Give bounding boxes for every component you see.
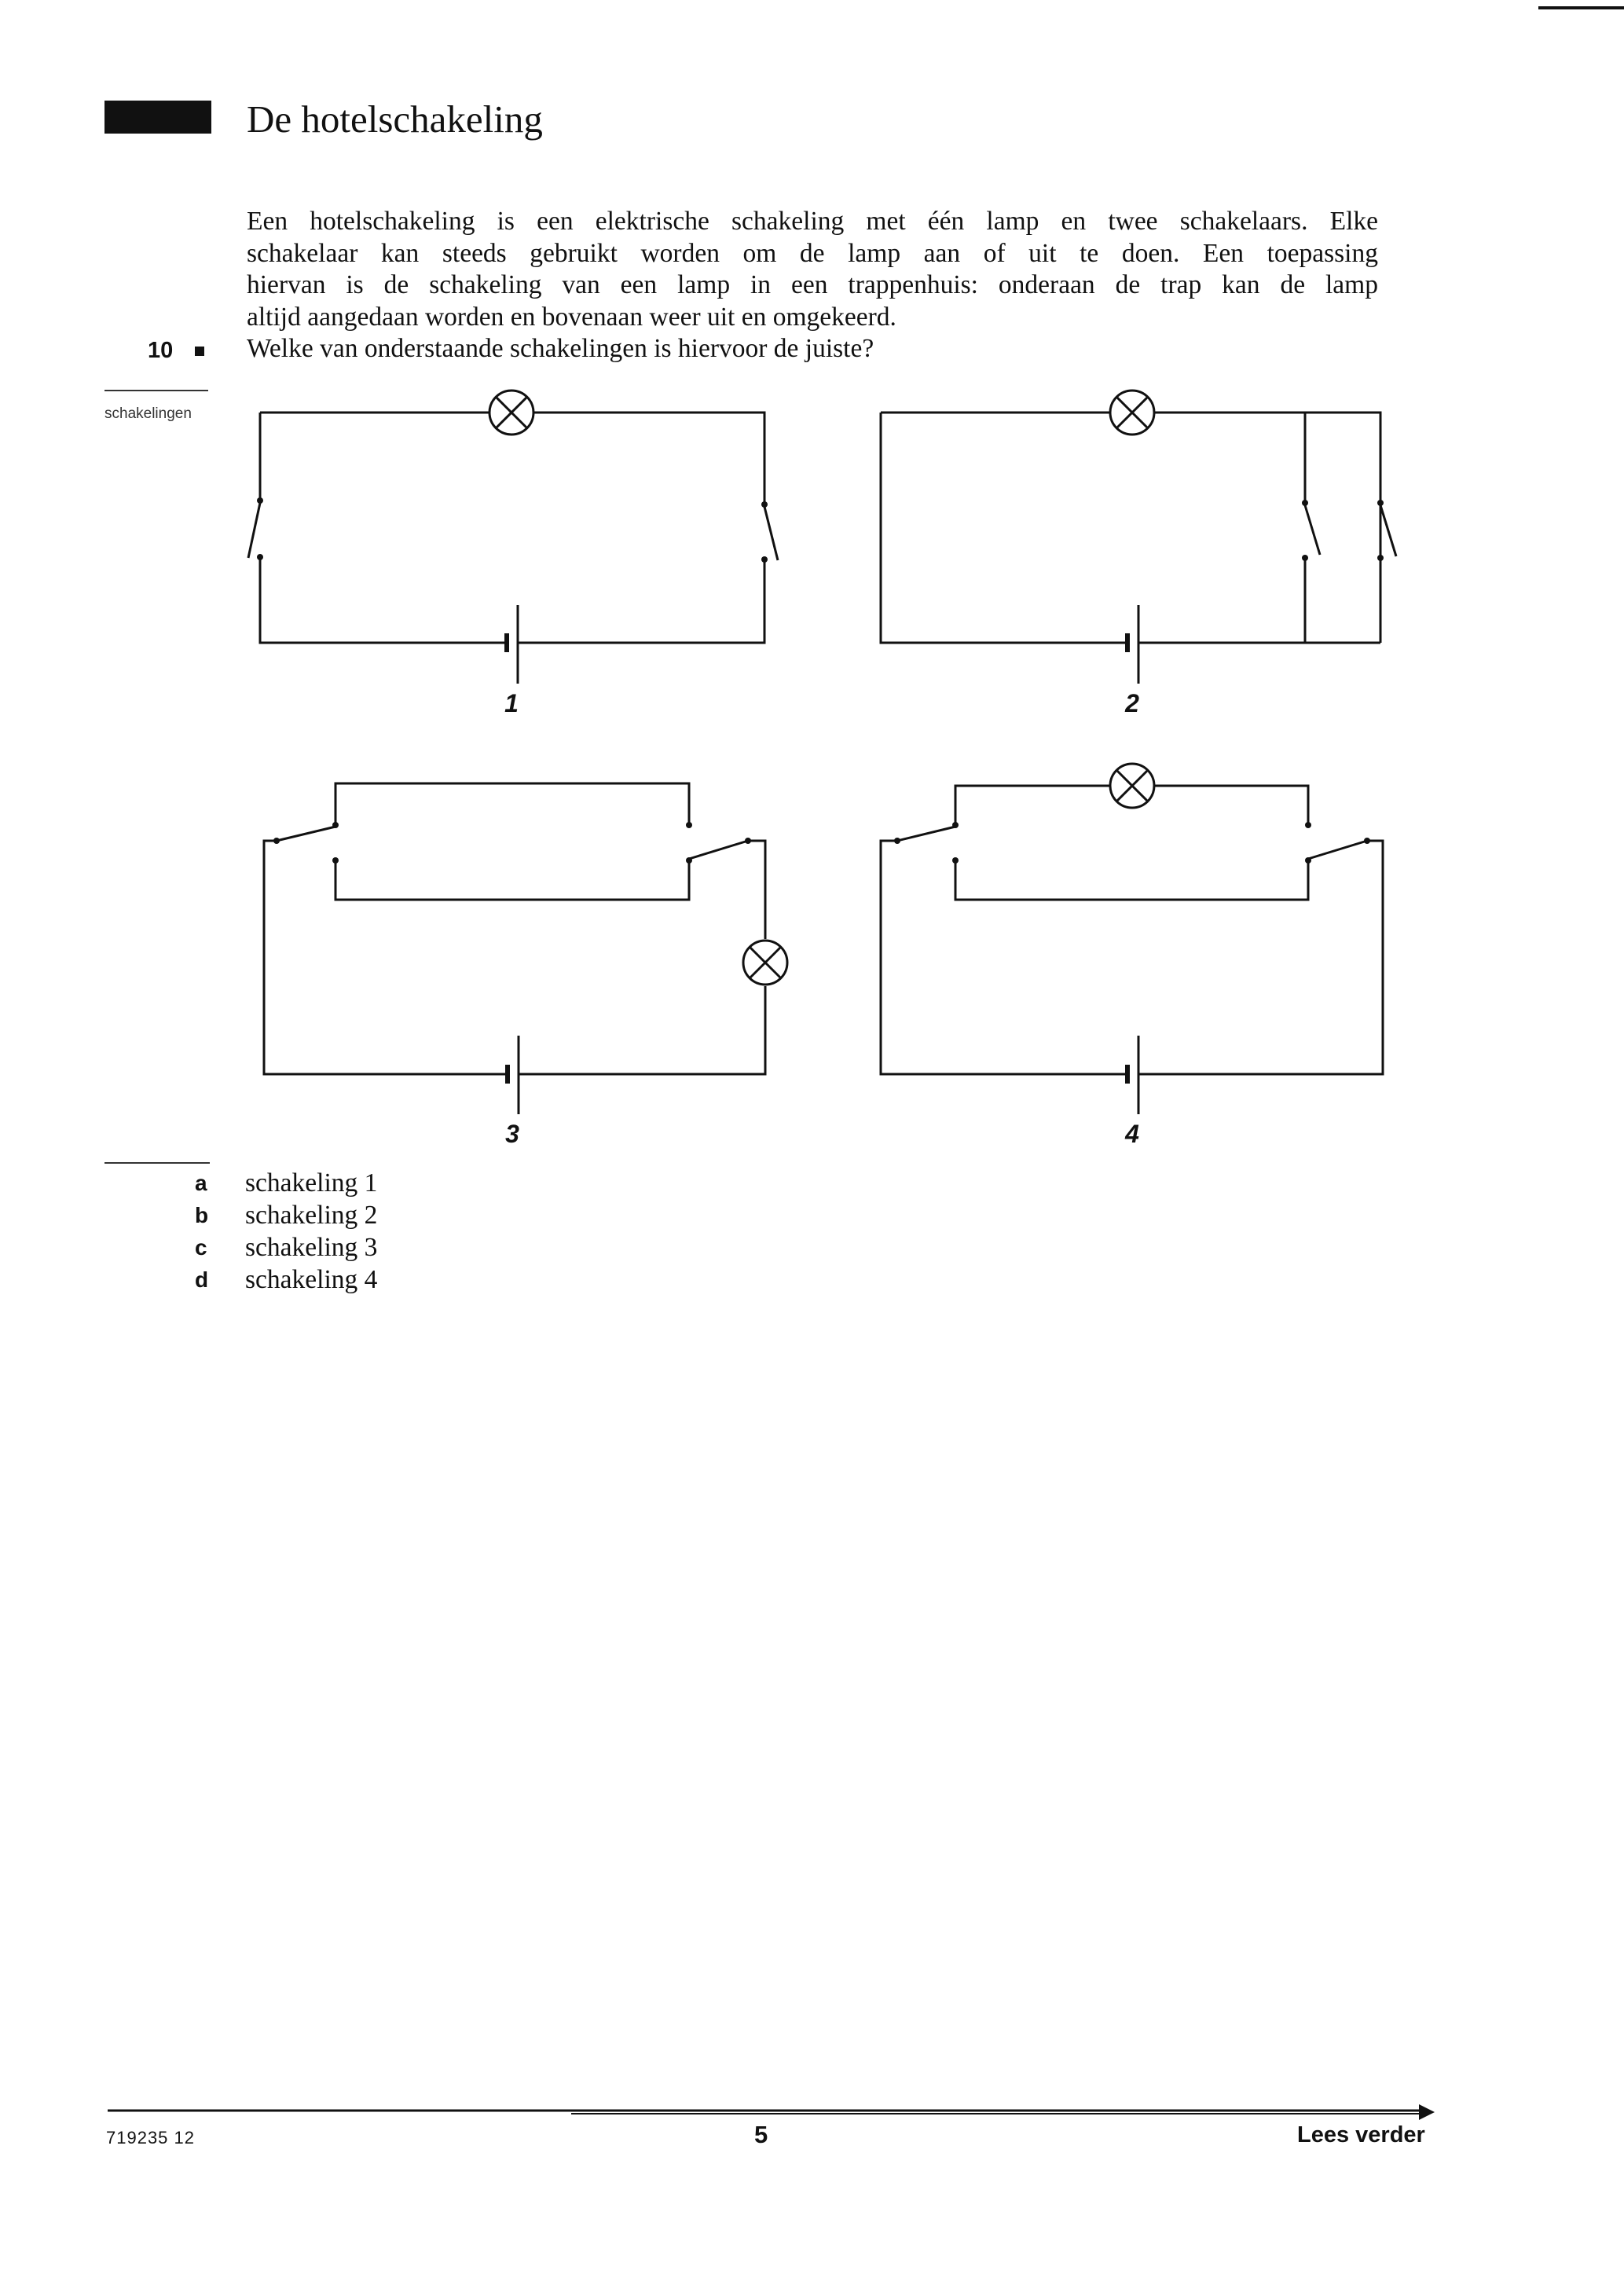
switch-icon	[1379, 504, 1398, 557]
circuit-4	[879, 762, 1384, 1114]
topic-tag: schakelingen	[104, 405, 192, 422]
option-text: schakeling 4	[245, 1265, 378, 1294]
intro-line: altijd aangedaan worden en bovenaan weer…	[247, 302, 896, 332]
option-letter: c	[195, 1235, 207, 1260]
switch-icon	[247, 502, 262, 559]
switch-icon	[763, 506, 779, 561]
question-bullet	[195, 347, 204, 356]
diagram-label-2: 2	[1124, 689, 1139, 717]
battery-icon	[1125, 605, 1140, 684]
option-text: schakeling 2	[245, 1201, 378, 1230]
answer-option-a: a schakeling 1	[0, 1168, 707, 1200]
battery-icon	[505, 1036, 520, 1114]
battery-icon	[504, 605, 519, 684]
circuit-1	[247, 389, 779, 684]
intro-line: Een hotelschakeling is een elektrische s…	[247, 207, 1378, 236]
footer-code: 719235 12	[106, 2128, 195, 2147]
intro-paragraph: Een hotelschakeling is een elektrische s…	[247, 206, 1378, 333]
answer-option-c: c schakeling 3	[0, 1232, 707, 1264]
section-bar	[104, 101, 211, 134]
continue-label: Lees verder	[1297, 2122, 1425, 2147]
diagram-label-1: 1	[504, 689, 519, 717]
intro-line: schakelaar kan steeds gebruikt worden om…	[247, 238, 1378, 268]
page-number: 5	[754, 2121, 768, 2148]
switch-icon	[276, 825, 336, 842]
circuit-2	[879, 389, 1398, 684]
option-letter: b	[195, 1203, 209, 1227]
answer-option-b: b schakeling 2	[0, 1200, 707, 1232]
lamp-icon	[742, 939, 789, 986]
battery-icon	[1125, 1036, 1140, 1114]
option-letter: d	[195, 1267, 209, 1292]
switch-icon	[688, 839, 749, 860]
topic-rule	[104, 390, 208, 391]
intro-line: hiervan is de schakeling van een lamp in…	[247, 270, 1378, 299]
lamp-icon	[488, 389, 535, 436]
lamp-icon	[1109, 762, 1156, 809]
switch-icon	[896, 825, 956, 842]
diagram-label-4: 4	[1124, 1120, 1139, 1148]
switch-icon	[1303, 504, 1322, 556]
option-text: schakeling 3	[245, 1233, 378, 1262]
circuit-3	[262, 782, 789, 1114]
footer-arrow	[108, 2104, 1435, 2120]
corner-mark	[1538, 6, 1624, 9]
page-title: De hotelschakeling	[247, 97, 543, 141]
lamp-icon	[1109, 389, 1156, 436]
answers-rule	[104, 1162, 210, 1164]
switch-icon	[1307, 839, 1368, 860]
question-text: Welke van onderstaande schakelingen is h…	[247, 334, 874, 363]
diagram-label-3: 3	[505, 1120, 519, 1148]
option-text: schakeling 1	[245, 1168, 378, 1198]
question-number: 10	[148, 338, 174, 363]
option-letter: a	[195, 1171, 207, 1195]
answer-option-d: d schakeling 4	[0, 1264, 707, 1297]
